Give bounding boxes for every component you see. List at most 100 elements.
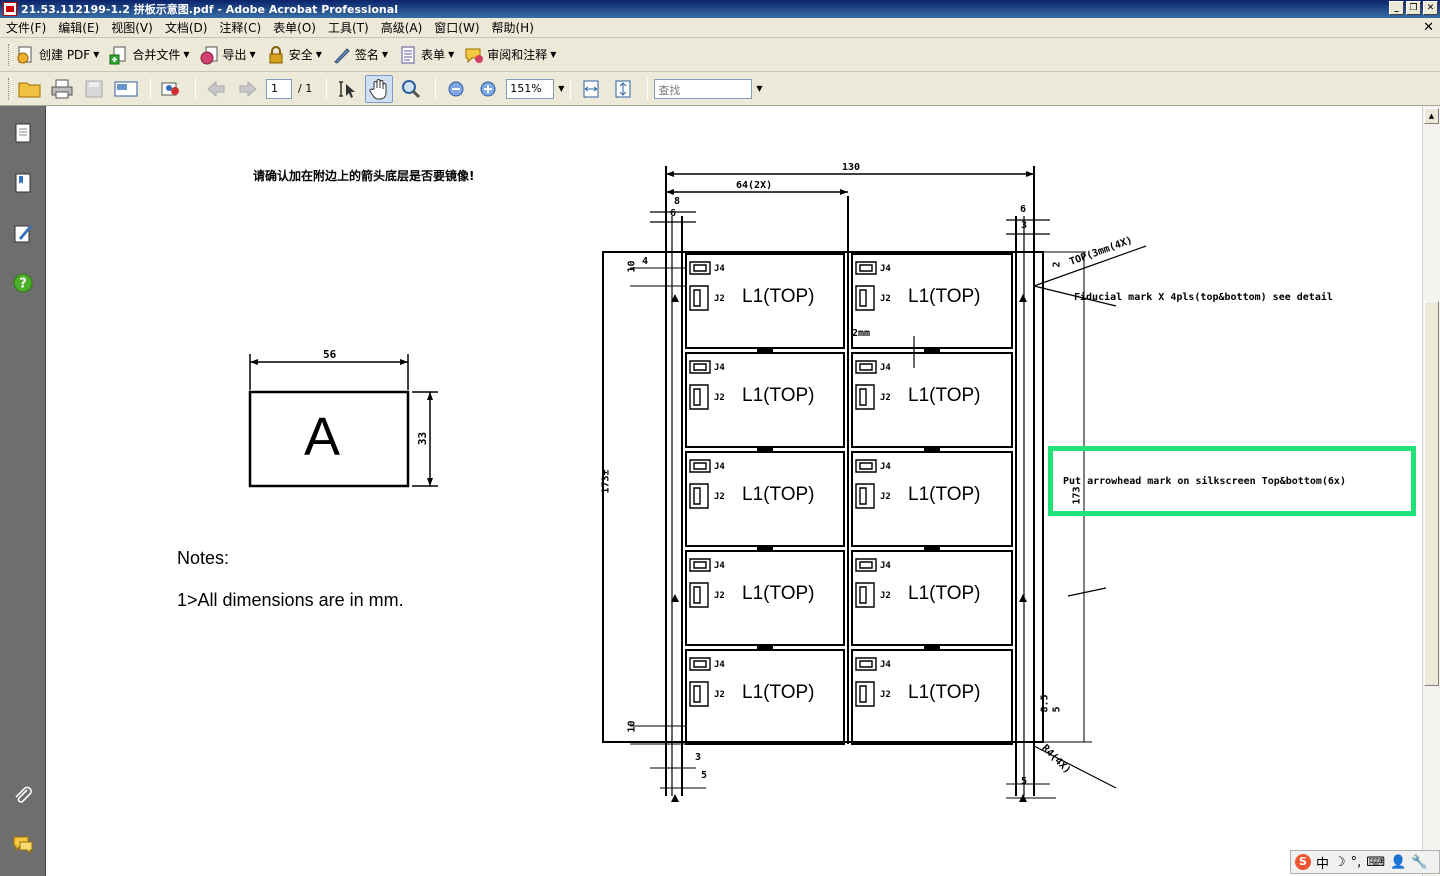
j2-connector xyxy=(855,582,875,608)
board-label: L1(TOP) xyxy=(908,583,981,604)
zoom-level-field[interactable]: 151% xyxy=(506,78,555,99)
ime-mode-chinese[interactable]: 中 xyxy=(1316,856,1330,872)
toolbar-separator xyxy=(647,77,649,100)
j2-label: J2 xyxy=(714,393,725,403)
zoom-in-button[interactable] xyxy=(474,75,502,103)
sogou-icon[interactable]: S xyxy=(1295,854,1311,870)
j2-label: J2 xyxy=(880,294,891,304)
toolbar-separator xyxy=(435,77,437,100)
menu-edit[interactable]: 编辑(E) xyxy=(58,21,100,35)
create-pdf-icon xyxy=(17,46,32,63)
menu-window[interactable]: 窗口(W) xyxy=(434,21,480,35)
board-label: L1(TOP) xyxy=(742,385,815,406)
board-outline xyxy=(685,451,845,547)
sign-button[interactable]: 签名▼ xyxy=(332,45,388,65)
menu-document[interactable]: 文档(D) xyxy=(164,21,208,35)
save-button[interactable] xyxy=(80,75,108,103)
j2-label: J2 xyxy=(714,690,725,700)
j4-label: J4 xyxy=(714,660,725,670)
zoom-tool-button[interactable] xyxy=(397,75,425,103)
page-number-input[interactable]: 1 xyxy=(266,78,292,99)
zoom-out-button[interactable] xyxy=(442,75,470,103)
dim-8-5: 8.5 xyxy=(1039,694,1051,713)
combine-files-button[interactable]: 合并文件▼ xyxy=(109,45,190,65)
arrow-left-icon xyxy=(207,80,225,97)
select-tool-button[interactable] xyxy=(333,75,361,103)
board-outline xyxy=(851,352,1013,448)
hand-tool-button[interactable] xyxy=(365,74,394,103)
toolbar-grip[interactable] xyxy=(8,43,12,66)
ime-moon-icon[interactable]: ☽ xyxy=(1334,854,1346,870)
document-properties-button[interactable] xyxy=(157,75,185,103)
close-window-button[interactable]: ✕ xyxy=(1423,1,1438,15)
form-icon xyxy=(401,46,415,63)
highlight-box xyxy=(1048,446,1416,516)
j4-label: J4 xyxy=(880,363,891,373)
previous-page-button[interactable] xyxy=(202,75,230,103)
tasks-toolbar: 创建 PDF▼ 合并文件▼ 导出▼ 安全▼ 签名▼ 表单▼ 审阅和注释▼ xyxy=(0,38,1440,72)
j4-connector xyxy=(855,261,877,275)
minimize-button[interactable]: _ xyxy=(1389,1,1404,15)
menu-advanced[interactable]: 高级(A) xyxy=(380,21,423,35)
attachments-button[interactable] xyxy=(10,782,36,808)
hand-icon xyxy=(369,78,387,99)
search-dropdown-icon[interactable]: ▼ xyxy=(756,84,763,93)
vertical-scrollbar[interactable]: ▲ xyxy=(1422,106,1440,876)
help-icon: ? xyxy=(13,273,33,293)
dim-10-bottom: 10 xyxy=(626,720,638,733)
j2-label: J2 xyxy=(714,591,725,601)
board-outline xyxy=(685,253,845,349)
security-button[interactable]: 安全▼ xyxy=(266,45,322,65)
toolbar-grip-2[interactable] xyxy=(8,77,12,100)
lock-icon xyxy=(269,45,283,63)
board-outline xyxy=(851,649,1013,745)
board-label: L1(TOP) xyxy=(742,583,815,604)
comments-button[interactable] xyxy=(10,832,36,858)
board-label: L1(TOP) xyxy=(908,286,981,307)
search-input[interactable]: 查找 xyxy=(654,78,753,99)
ime-keyboard-icon[interactable]: ⌨ xyxy=(1366,854,1386,870)
pages-button[interactable] xyxy=(10,120,36,146)
toolbar-separator xyxy=(570,77,572,100)
ime-punct-icon[interactable]: °, xyxy=(1350,854,1362,870)
scroll-thumb[interactable] xyxy=(1424,301,1439,686)
menu-file[interactable]: 文件(F) xyxy=(6,21,47,35)
navigation-pane: ? xyxy=(0,106,46,876)
scroll-up-icon[interactable]: ▲ xyxy=(1424,108,1439,124)
print-button[interactable] xyxy=(48,75,76,103)
paperclip-icon xyxy=(15,786,32,803)
forms-button[interactable]: 表单▼ xyxy=(398,45,454,65)
email-button[interactable] xyxy=(112,75,140,103)
review-comment-button[interactable]: 审阅和注释▼ xyxy=(464,45,556,65)
menu-comments[interactable]: 注释(C) xyxy=(219,21,262,35)
j2-label: J2 xyxy=(880,393,891,403)
notes-line: 1>All dimensions are in mm. xyxy=(177,590,404,610)
menu-help[interactable]: 帮助(H) xyxy=(491,21,534,35)
ime-settings-icon[interactable]: 🔧 xyxy=(1411,854,1428,870)
zoom-dropdown-icon[interactable]: ▼ xyxy=(558,84,565,93)
bookmarks-button[interactable] xyxy=(10,170,36,196)
help-button[interactable]: ? xyxy=(10,270,36,296)
next-page-button[interactable] xyxy=(234,75,262,103)
menu-tools[interactable]: 工具(T) xyxy=(327,21,369,35)
menu-forms[interactable]: 表单(O) xyxy=(273,21,316,35)
fit-page-button[interactable] xyxy=(609,75,637,103)
j2-connector xyxy=(855,681,875,707)
menu-view[interactable]: 视图(V) xyxy=(111,21,153,35)
board-outline xyxy=(851,550,1013,646)
ime-user-icon[interactable]: 👤 xyxy=(1390,854,1407,870)
export-icon xyxy=(200,46,218,64)
fit-width-button[interactable] xyxy=(577,75,605,103)
j4-connector xyxy=(689,657,711,671)
restore-button[interactable]: ❐ xyxy=(1406,1,1421,15)
export-button[interactable]: 导出▼ xyxy=(200,45,256,65)
board-label: L1(TOP) xyxy=(908,484,981,505)
open-button[interactable] xyxy=(16,75,44,103)
j2-connector xyxy=(855,285,875,311)
create-pdf-label: 创建 PDF xyxy=(39,48,91,62)
create-pdf-button[interactable]: 创建 PDF▼ xyxy=(16,45,99,65)
close-document-icon[interactable]: ✕ xyxy=(1423,20,1434,35)
j2-label: J2 xyxy=(880,591,891,601)
signatures-button[interactable] xyxy=(10,220,36,246)
